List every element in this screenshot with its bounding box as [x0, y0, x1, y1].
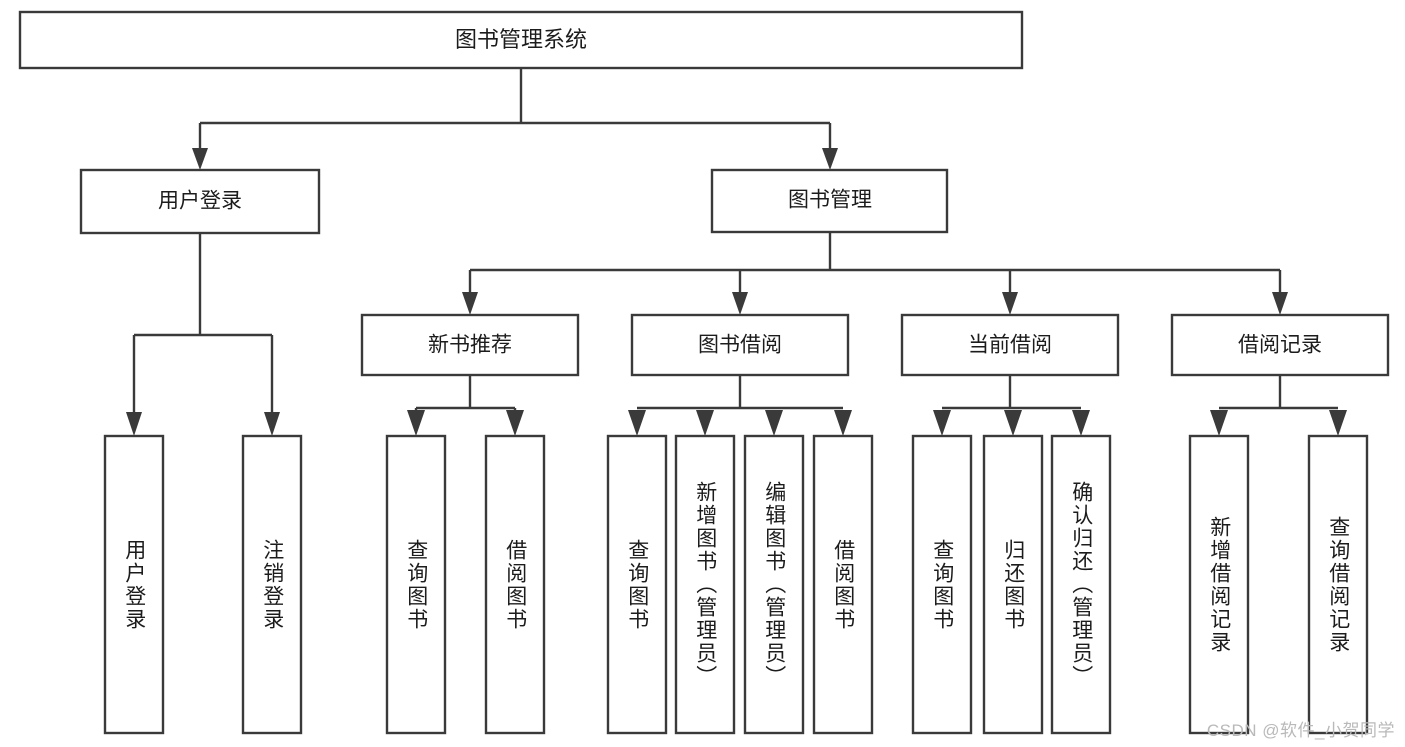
- user-login-box[interactable]: [79, 168, 321, 235]
- leaf-box-return-book[interactable]: [982, 434, 1044, 735]
- leaf-box-query-borrow-record[interactable]: [1307, 434, 1369, 735]
- arrow-head-leaf-borrow-book-2: [834, 410, 852, 436]
- node-current-borrow[interactable]: 当前借阅: [900, 313, 1120, 377]
- book-manage-box[interactable]: [710, 168, 949, 234]
- arrow-head-leaf-add-book: [696, 410, 714, 436]
- arrow-head-book-manage: [822, 148, 838, 170]
- csdn-watermark: CSDN @软件_小贺同学: [1206, 721, 1395, 740]
- leaf-box-logout-login[interactable]: [241, 434, 303, 735]
- arrow-head-current-borrow: [1002, 292, 1018, 315]
- node-book-manage[interactable]: 图书管理: [710, 168, 949, 234]
- node-borrow-record[interactable]: 借阅记录: [1170, 313, 1390, 377]
- book-borrow-box[interactable]: [630, 313, 850, 377]
- arrow-head-leaf-user-login: [126, 412, 142, 436]
- arrow-head-leaf-query-book-3: [933, 410, 951, 436]
- arrow-head-new-book-recommend: [462, 292, 478, 315]
- leaf-box-query-book-2[interactable]: [606, 434, 668, 735]
- borrow-record-label: 借阅记录: [1238, 334, 1322, 357]
- new-book-recommend-label: 新书推荐: [428, 334, 512, 357]
- arrow-head-borrow-record: [1272, 292, 1288, 315]
- leaf-boxes-group: [103, 434, 1369, 735]
- current-borrow-box[interactable]: [900, 313, 1120, 377]
- arrow-head-book-borrow: [732, 292, 748, 315]
- connectors-group: [126, 68, 1347, 436]
- leaf-box-borrow-book-2[interactable]: [812, 434, 874, 735]
- current-borrow-label: 当前借阅: [968, 334, 1052, 357]
- arrow-head-leaf-confirm-return: [1072, 410, 1090, 436]
- root-label: 图书管理系统: [455, 27, 587, 52]
- arrow-head-leaf-return-book: [1004, 410, 1022, 436]
- leaf-box-borrow-book-1[interactable]: [484, 434, 546, 735]
- arrow-head-leaf-query-book-2: [628, 410, 646, 436]
- new-book-recommend-box[interactable]: [360, 313, 580, 377]
- arrow-head-leaf-add-borrow-record: [1210, 410, 1228, 436]
- node-user-login[interactable]: 用户登录: [79, 168, 321, 235]
- leaf-box-add-borrow-record[interactable]: [1188, 434, 1250, 735]
- arrow-head-leaf-borrow-book-1: [506, 410, 524, 436]
- leaf-box-query-book-3[interactable]: [911, 434, 973, 735]
- book-borrow-label: 图书借阅: [698, 334, 782, 357]
- arrow-head-leaf-query-book-1: [407, 410, 425, 436]
- leaf-box-add-book[interactable]: [674, 434, 736, 735]
- leaf-box-user-login[interactable]: [103, 434, 165, 735]
- user-login-label: 用户登录: [158, 190, 242, 213]
- node-book-borrow[interactable]: 图书借阅: [630, 313, 850, 377]
- node-new-book-recommend[interactable]: 新书推荐: [360, 313, 580, 377]
- node-root[interactable]: 图书管理系统: [18, 10, 1024, 70]
- arrow-head-leaf-edit-book: [765, 410, 783, 436]
- arrow-head-user-login: [192, 148, 208, 170]
- root-box[interactable]: [18, 10, 1024, 70]
- leaf-box-confirm-return[interactable]: [1050, 434, 1112, 735]
- arrow-head-leaf-logout-login: [264, 412, 280, 436]
- borrow-record-box[interactable]: [1170, 313, 1390, 377]
- book-manage-label: 图书管理: [788, 189, 872, 212]
- leaf-box-edit-book[interactable]: [743, 434, 805, 735]
- arrow-head-leaf-query-borrow-record: [1329, 410, 1347, 436]
- leaf-box-query-book-1[interactable]: [385, 434, 447, 735]
